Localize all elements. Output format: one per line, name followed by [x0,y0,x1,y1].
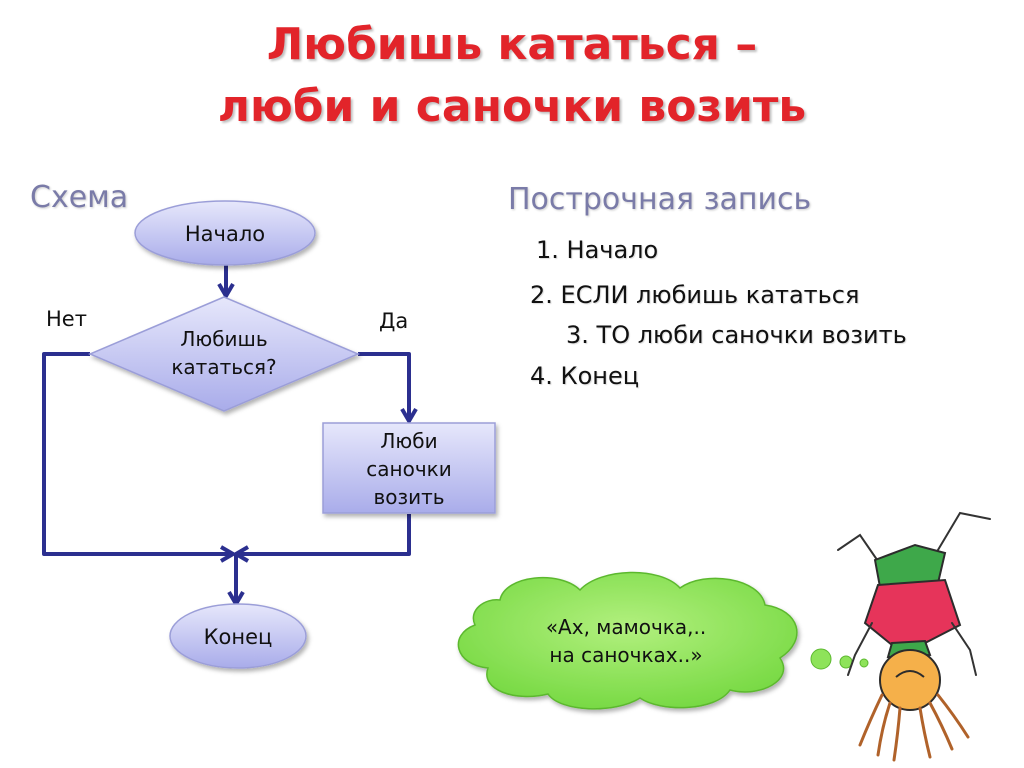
arrowhead-merge-left [219,545,235,563]
bubble-text-line-2: на саночках..» [549,643,702,667]
start-node-label: Начало [185,222,265,246]
action-label-line-2: саночки [366,457,451,481]
connector-action-merge [240,514,411,556]
connectors [42,265,418,606]
bubble-dot-large [810,648,832,670]
action-node: Люби саночки возить [322,422,496,514]
girl-hair [858,693,970,762]
record-label: Построчная запись [508,182,812,217]
arrowhead-decision [217,282,235,298]
bubble-dot-small [859,658,869,668]
decision-label-line-2: кататься? [171,355,276,379]
end-node-label: Конец [204,625,273,649]
thought-bubble: «Ах, мамочка,.. на саночках..» [457,571,869,710]
scheme-label: Схема [30,180,129,215]
girl-head [879,649,941,711]
decision-label-line-1: Любишь [180,327,267,351]
girl-smile [895,670,925,678]
girl-right-arm [951,622,977,676]
girl-left-arm [847,622,873,676]
action-label-line-3: возить [373,485,444,509]
start-node: Начало [134,200,316,266]
bubble-text-line-1: «Ах, мамочка,.. [546,615,706,639]
end-node: Конец [169,603,307,669]
branch-yes-label: Да [379,309,408,333]
girl-left-leg [837,533,883,568]
record-line-3: 3. ТО люби саночки возить [566,321,907,349]
connector-yes-branch [358,352,411,421]
title-line-2: люби и саночки возить [217,81,807,132]
record-line-4: 4. Конец [530,362,640,390]
connector-no-branch [42,352,229,556]
upside-down-girl-illustration [837,511,991,762]
action-label-line-1: Люби [380,429,437,453]
decision-node: Любишь кататься? [88,296,360,412]
record-line-1: 1. Начало [536,236,659,264]
girl-dress [863,578,962,647]
girl-shorts [873,543,947,589]
record-line-2: 2. ЕСЛИ любишь кататься [530,281,860,309]
slide-title: Любишь кататься – люби и саночки возить [0,14,1024,138]
title-line-1: Любишь кататься – [266,19,758,70]
arrowhead-action [400,407,418,423]
branch-no-label: Нет [46,307,87,331]
girl-right-leg [931,511,991,561]
